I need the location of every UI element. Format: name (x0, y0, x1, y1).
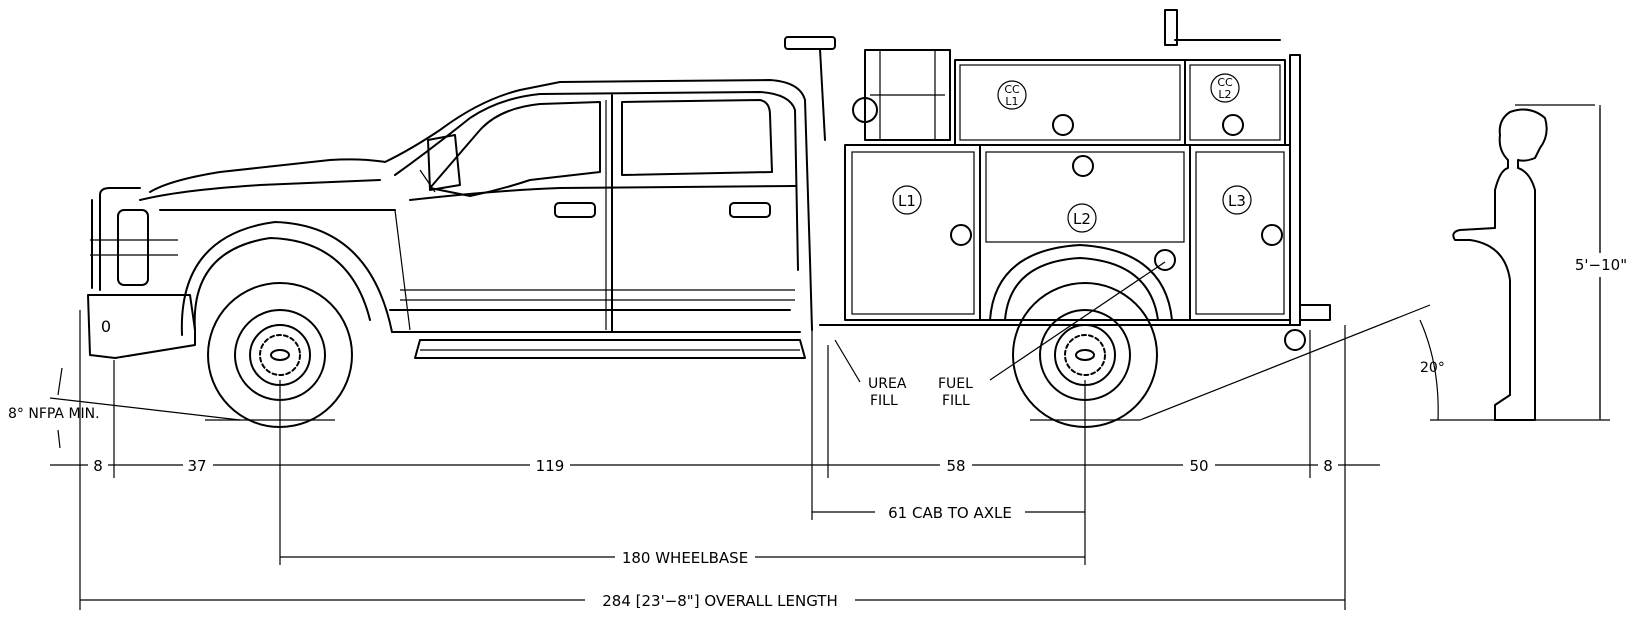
front-bumper-mark: 0 (101, 317, 111, 336)
cc-l1-label-bottom: L1 (1005, 95, 1018, 108)
dim-cab-span: 119 (536, 457, 565, 475)
dim-rear-bumper: 8 (1323, 457, 1333, 475)
truck-front (87, 158, 806, 359)
fuel-fill-label-1: FUEL (938, 376, 973, 392)
urea-fill-label-2: FILL (870, 393, 898, 409)
dim-overall-length: 284 [23'−8"] OVERALL LENGTH (602, 592, 838, 610)
cc-l2-label-top: CC (1217, 76, 1233, 89)
cab (384, 36, 836, 333)
dimension-text: 8 37 119 58 50 8 61 CAB TO AXLE 180 WHEE… (88, 253, 1632, 610)
dim-rear-overhang: 50 (1189, 457, 1208, 475)
dimension-lines (50, 108, 1601, 601)
service-body (819, 9, 1331, 351)
dim-front-overhang: 37 (187, 457, 206, 475)
compartment-labels: CC L1 CC L2 L1 L2 L3 0 (101, 73, 1252, 336)
l1-label: L1 (898, 192, 916, 210)
l3-label: L3 (1228, 192, 1246, 210)
extension-lines (79, 105, 1601, 610)
dim-cab-to-axle: 61 CAB TO AXLE (888, 504, 1012, 522)
dim-cab-to-axle-part: 58 (946, 457, 965, 475)
nfpa-angle-label: 8° NFPA MIN. (8, 406, 100, 422)
angle-lines (49, 304, 1439, 449)
dim-front-bumper: 8 (93, 457, 103, 475)
fill-leaders (834, 261, 1166, 383)
person-height-label: 5'−10" (1575, 256, 1627, 274)
cc-l2-label-bottom: L2 (1218, 88, 1231, 101)
fuel-fill-label-2: FILL (942, 393, 970, 409)
dim-wheelbase: 180 WHEELBASE (622, 549, 748, 567)
person-silhouette (1452, 104, 1595, 421)
callout-text: 8° NFPA MIN. 20° UREA FILL FUEL FILL (8, 360, 1445, 422)
cc-l1-label-top: CC (1004, 83, 1020, 96)
rear-angle-label: 20° (1420, 360, 1445, 376)
l2-label: L2 (1073, 210, 1091, 228)
urea-fill-label-1: UREA (868, 376, 907, 392)
